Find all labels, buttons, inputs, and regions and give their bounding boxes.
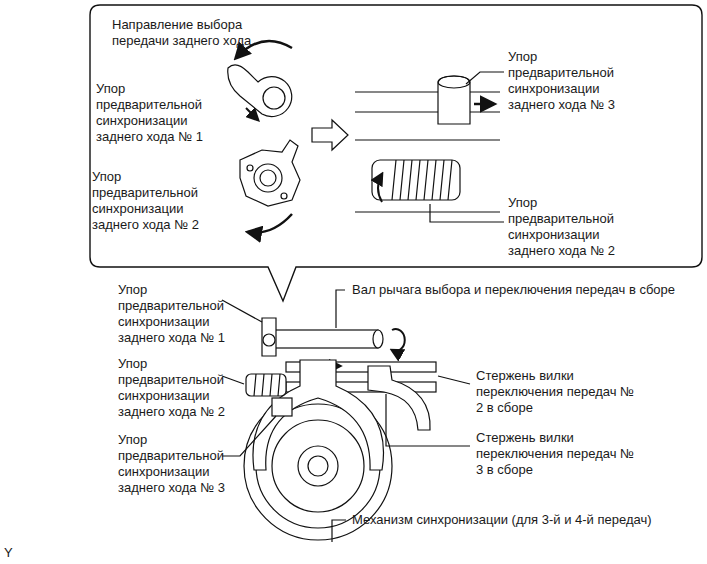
- part-label: Упор предварительной синхронизации задне…: [118, 432, 240, 496]
- part-label: Вал рычага выбора и переключения передач…: [352, 282, 675, 298]
- callout-label: Упор предварительной синхронизации задне…: [508, 195, 630, 259]
- part-label: Стержень вилки переключения передач № 3 …: [476, 430, 641, 478]
- callout-label: Направление выбора передачи заднего хода: [112, 17, 287, 49]
- callout-outline-path: [90, 5, 702, 301]
- part-label: Упор предварительной синхронизации задне…: [118, 356, 240, 420]
- callout-box: Направление выбора передачи заднего хода…: [90, 5, 702, 301]
- callout-illustration: [228, 41, 504, 233]
- callout-label: Упор предварительной синхронизации задне…: [92, 169, 214, 233]
- part-label: Механизм синхронизации (для 3-й и 4-й пе…: [352, 512, 652, 528]
- callout-label: Упор предварительной синхронизации задне…: [508, 49, 630, 113]
- callout-outline: [90, 5, 704, 303]
- assembly-illustration: [222, 290, 470, 542]
- part-label: Стержень вилки переключения передач № 2 …: [476, 368, 641, 416]
- part-label: Y: [4, 545, 13, 561]
- callout-label: Упор предварительной синхронизации задне…: [96, 81, 218, 145]
- part-label: Упор предварительной синхронизации задне…: [118, 282, 240, 346]
